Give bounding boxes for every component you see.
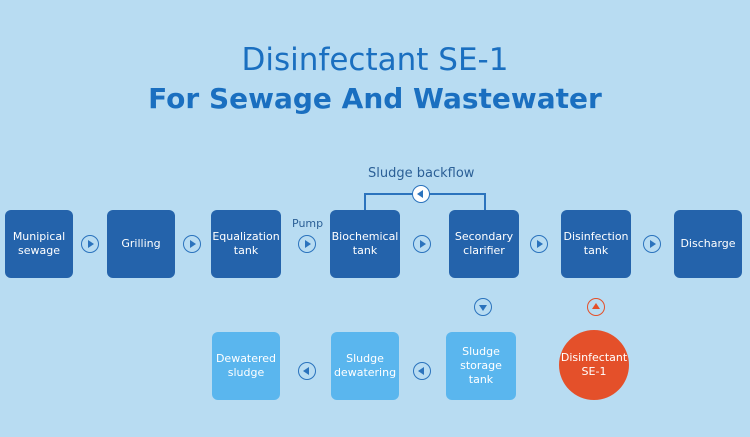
arrow-right-icon — [298, 235, 316, 253]
arrow-right-icon — [530, 235, 548, 253]
backflow-line-left — [364, 193, 366, 210]
sludge-backflow-label: Sludge backflow — [368, 166, 475, 181]
node-secondary-clarifier: Secondary clarifier — [449, 210, 519, 278]
title-application: For Sewage And Wastewater — [148, 82, 602, 115]
node-municipal-sewage: Munipical sewage — [5, 210, 73, 278]
arrow-left-icon — [413, 362, 431, 380]
node-discharge: Discharge — [674, 210, 742, 278]
arrow-right-icon — [643, 235, 661, 253]
node-grilling: Grilling — [107, 210, 175, 278]
arrow-left-icon — [298, 362, 316, 380]
node-disinfectant-se1: Disinfectant SE-1 — [559, 330, 629, 400]
backflow-arrow-icon — [412, 185, 430, 203]
node-sludge-dewatering: Sludge dewatering — [331, 332, 399, 400]
pump-label: Pump — [292, 217, 324, 230]
arrow-right-icon — [81, 235, 99, 253]
arrow-right-icon — [413, 235, 431, 253]
backflow-line-right — [484, 193, 486, 210]
node-sludge-storage-tank: Sludge storage tank — [446, 332, 516, 400]
node-dewatered-sludge: Dewatered sludge — [212, 332, 280, 400]
node-disinfection-tank: Disinfection tank — [561, 210, 631, 278]
arrow-right-icon — [183, 235, 201, 253]
title-product: Disinfectant SE-1 — [241, 42, 509, 78]
arrow-up-icon — [587, 298, 605, 316]
node-biochemical-tank: Biochemical tank — [330, 210, 400, 278]
arrow-down-icon — [474, 298, 492, 316]
node-equalization-tank: Equalization tank — [211, 210, 281, 278]
